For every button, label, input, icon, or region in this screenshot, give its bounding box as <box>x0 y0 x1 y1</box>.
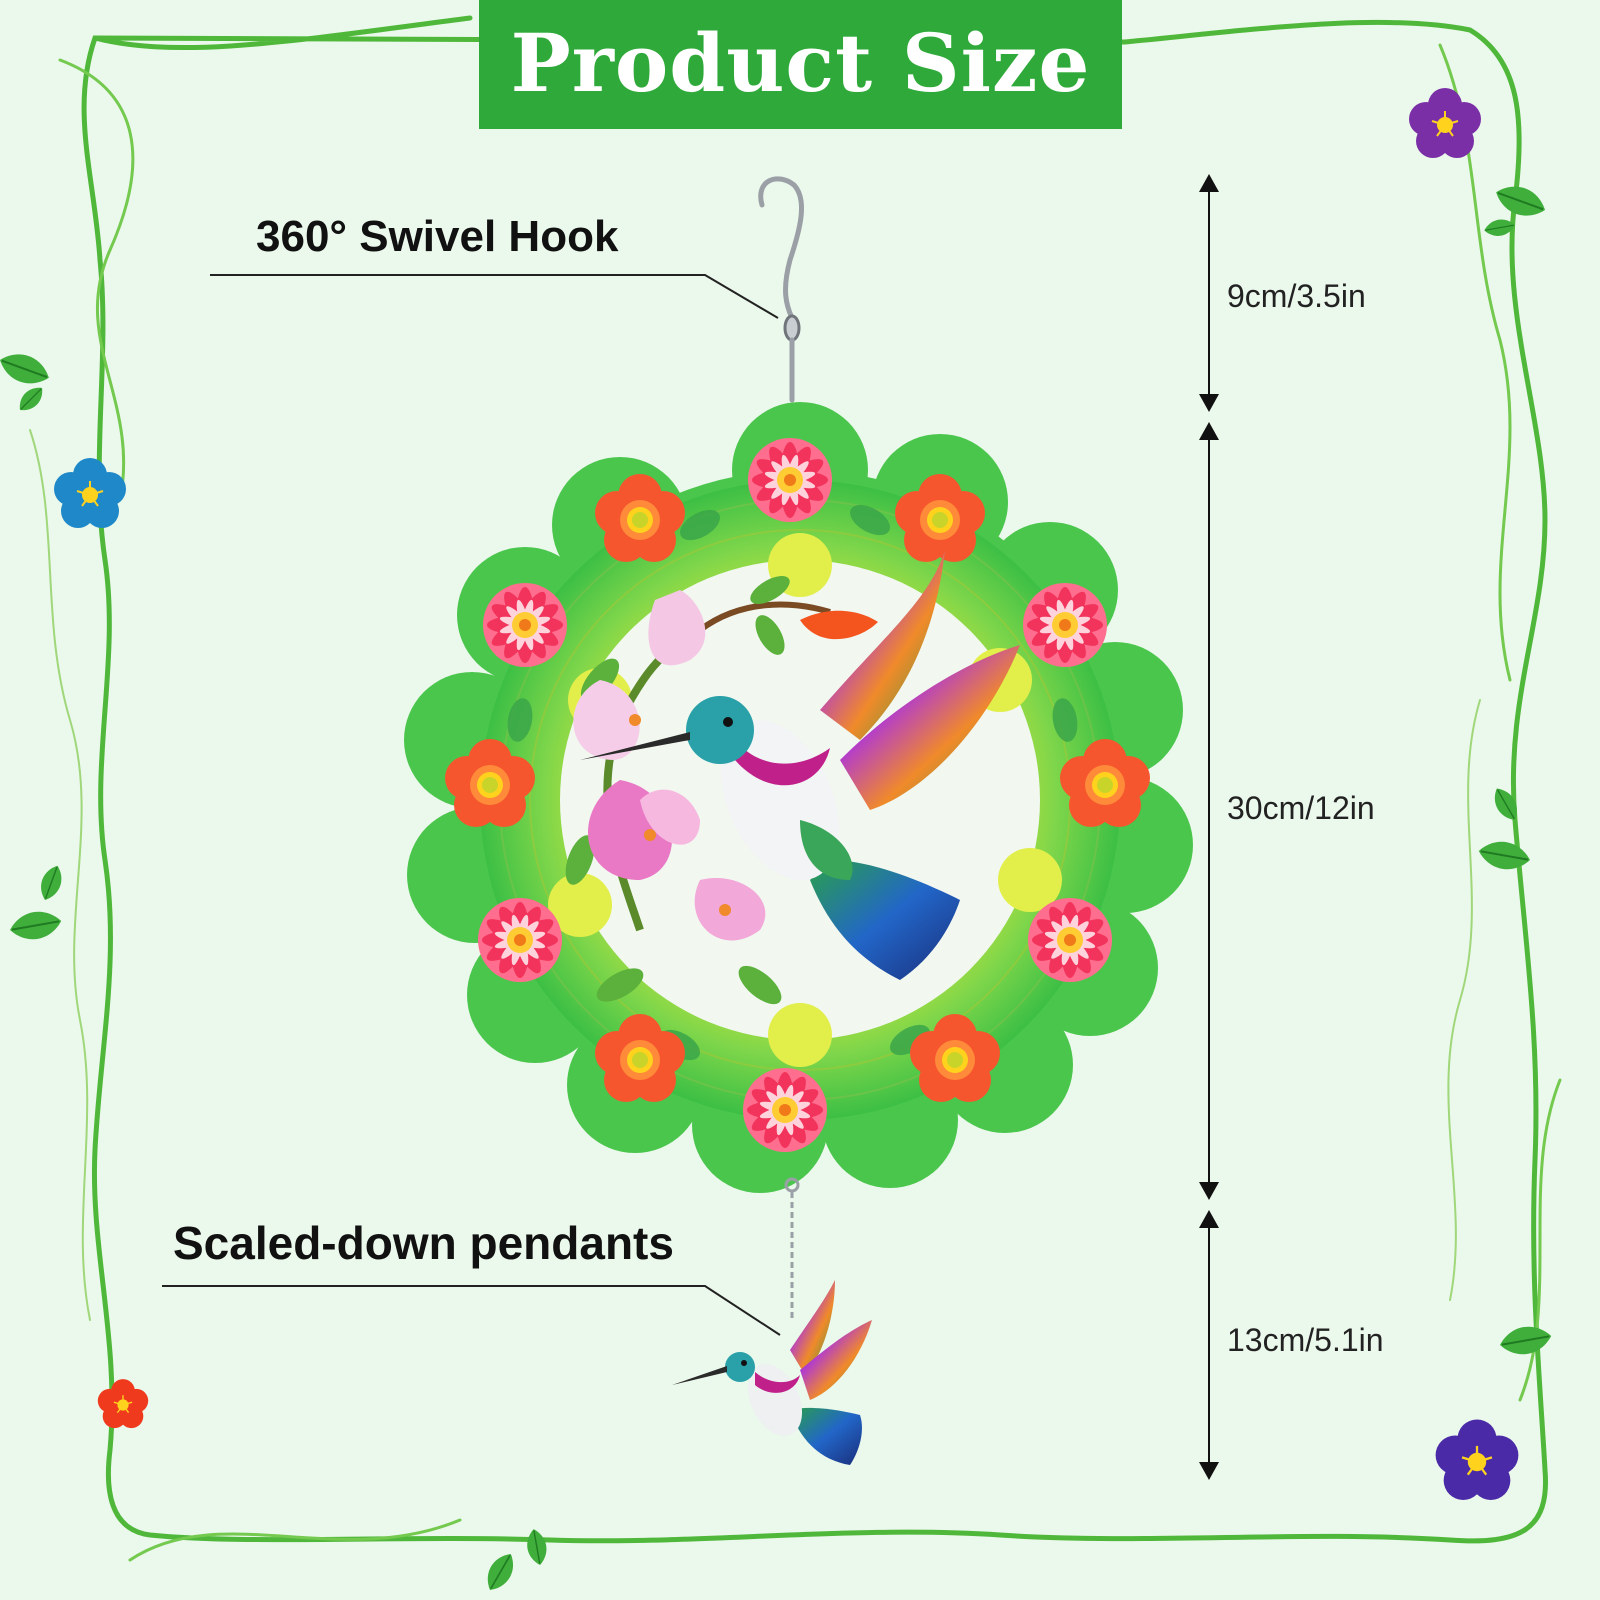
spinner-dimension-label: 30cm/12in <box>1227 790 1375 826</box>
lily-branch <box>565 576 878 1005</box>
flower-icon <box>53 457 127 529</box>
hummingbird-icon <box>672 1280 872 1465</box>
pendant-chain <box>784 1177 800 1318</box>
hummingbird-icon <box>580 550 1020 980</box>
title-banner: Product Size <box>479 0 1122 129</box>
swivel-hook-callout: 360° Swivel Hook <box>256 212 619 261</box>
callout-leader-lines <box>162 274 781 1336</box>
page-title: Product Size <box>510 15 1091 110</box>
pendant-dimension-label: 13cm/5.1in <box>1227 1322 1384 1358</box>
dimension-arrow-icon <box>1199 1210 1219 1480</box>
flower-icon <box>1408 87 1482 159</box>
pendant-callout: Scaled-down pendants <box>173 1217 674 1269</box>
flower-icon <box>1434 1418 1520 1502</box>
vine-frame <box>29 15 1562 1562</box>
swivel-hook-icon <box>758 176 805 403</box>
hook-dimension-label: 9cm/3.5in <box>1227 278 1366 314</box>
dimension-arrow-icon <box>1199 422 1219 1200</box>
flower-icon <box>97 1378 149 1429</box>
dimension-arrow-icon <box>1199 174 1219 412</box>
